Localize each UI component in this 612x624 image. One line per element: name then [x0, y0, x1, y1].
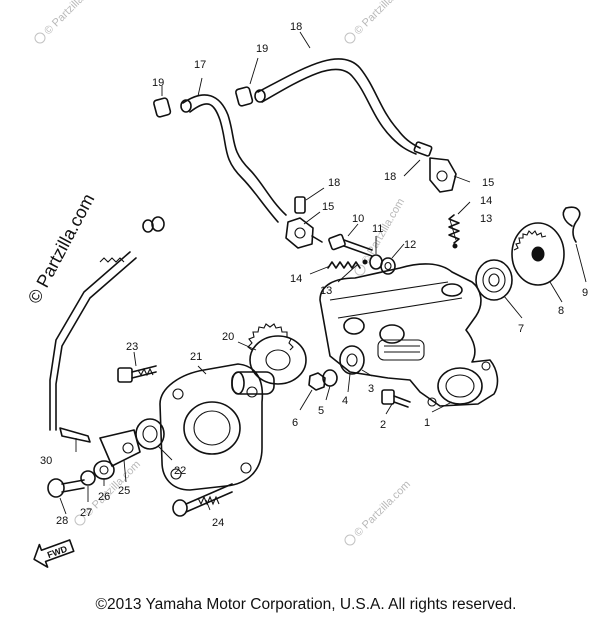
copyright-notice: ©2013 Yamaha Motor Corporation, U.S.A. A… — [95, 596, 517, 613]
callout-17: 17 — [194, 59, 206, 71]
callout-19b: 19 — [256, 43, 268, 55]
oil-delivery-hoses — [153, 58, 457, 249]
callout-9: 9 — [582, 287, 588, 299]
callout-14b: 14 — [480, 195, 492, 207]
exploded-view-drawing: © Partzilla.com © Partzilla.com © Partzi… — [24, 0, 588, 568]
callout-18c: 18 — [290, 21, 302, 33]
callout-6: 6 — [292, 417, 298, 429]
callout-28: 28 — [56, 515, 68, 527]
callout-30: 30 — [40, 455, 52, 467]
callout-2: 2 — [380, 419, 386, 431]
callout-18a: 18 — [328, 177, 340, 189]
watermark-text: © Partzilla.com — [352, 0, 413, 37]
callout-12: 12 — [404, 239, 416, 251]
watermark-text: © Partzilla.com — [352, 478, 413, 539]
front-direction-arrow: FWD — [33, 539, 75, 568]
callout-26: 26 — [98, 491, 110, 503]
callout-8: 8 — [558, 305, 564, 317]
callout-labels: 1 2 3 4 5 6 7 8 9 10 11 12 13 13 14 14 1… — [40, 21, 588, 529]
callout-23: 23 — [126, 341, 138, 353]
callout-21: 21 — [190, 351, 202, 363]
pump-drive-gear — [231, 323, 307, 395]
callout-4: 4 — [342, 395, 348, 407]
pump-cover — [159, 363, 264, 491]
callout-22: 22 — [174, 465, 186, 477]
bolts-springs-balls — [327, 214, 460, 275]
bearing-plate-clip — [475, 206, 581, 301]
callout-13b: 13 — [480, 213, 492, 225]
callout-20: 20 — [222, 331, 234, 343]
callout-18b: 18 — [384, 171, 396, 183]
callout-27: 27 — [80, 507, 92, 519]
callout-14a: 14 — [290, 273, 302, 285]
callout-3: 3 — [368, 383, 374, 395]
callout-7: 7 — [518, 323, 524, 335]
callout-25: 25 — [118, 485, 130, 497]
callout-13a: 13 — [320, 285, 332, 297]
oil-pump-body — [319, 263, 499, 407]
callout-15a: 15 — [322, 201, 334, 213]
callout-5: 5 — [318, 405, 324, 417]
callout-10: 10 — [352, 213, 364, 225]
callout-11: 11 — [372, 223, 383, 235]
watermark-text: © Partzilla.com — [42, 0, 103, 37]
cable-adjuster-parts — [47, 216, 233, 517]
callout-24: 24 — [212, 517, 224, 529]
shaft-washers-nut — [308, 345, 411, 408]
callout-1: 1 — [424, 417, 430, 429]
leader-lines — [59, 31, 587, 515]
callout-19a: 19 — [152, 77, 164, 89]
callout-15b: 15 — [482, 177, 494, 189]
